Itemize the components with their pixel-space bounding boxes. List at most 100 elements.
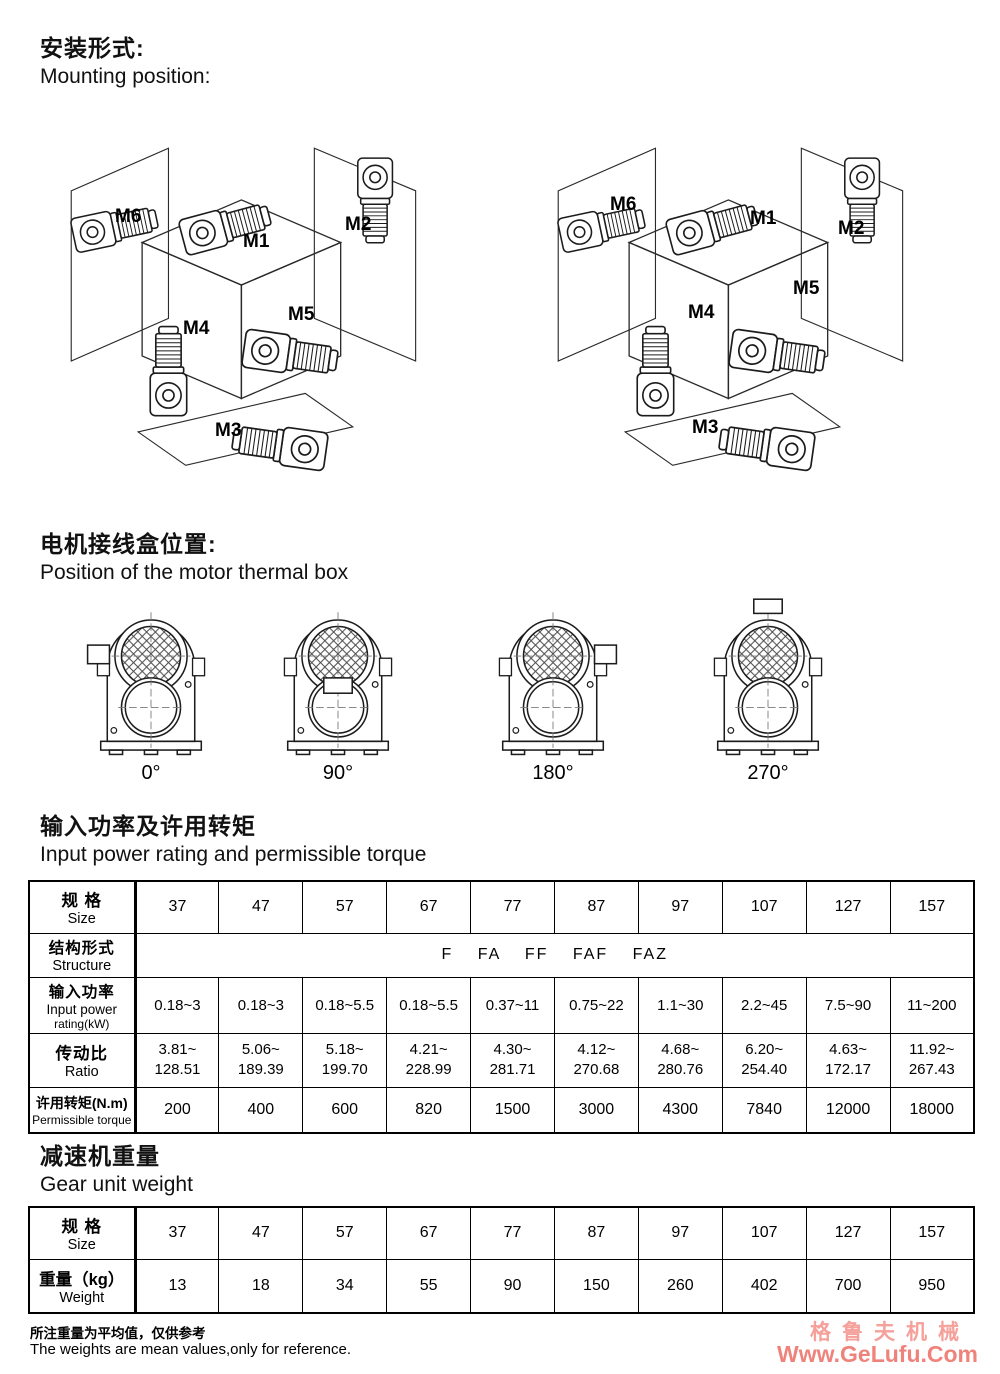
mounting-label-m2: M2: [838, 218, 865, 239]
footnote-en: The weights are mean values,only for ref…: [30, 1341, 351, 1358]
mounting-diagram-left: M6 M1 M2 M4 M5 M3: [18, 128, 480, 518]
mounting-label-m4: M4: [183, 318, 210, 339]
weight-cell: 950: [889, 1258, 975, 1314]
table-row-weight: 重量（kg） Weight 13 18 34 55 90 150 260 402…: [28, 1258, 975, 1314]
angle-label-90: 90°: [322, 762, 354, 784]
torque-cell: 600: [302, 1086, 388, 1134]
input-power-cell: 1.1~30: [637, 976, 723, 1034]
size-cell: 37: [134, 880, 220, 934]
ratio-cell: 4.68~ 280.76: [637, 1032, 723, 1088]
mounting-label-m1: M1: [243, 231, 270, 252]
weight-table: 规 格 Size 37 47 57 67 77 87 97 107 127 15…: [28, 1206, 975, 1314]
mounting-label-m5: M5: [793, 278, 820, 299]
size-cell: 77: [470, 880, 555, 934]
terminal-box-right: [593, 644, 618, 665]
front-view-0deg: [85, 597, 217, 761]
size-cell: 67: [386, 880, 472, 934]
mounting-label-m3: M3: [215, 420, 242, 441]
input-power-cell: 0.18~5.5: [302, 976, 388, 1034]
torque-cell: 200: [134, 1086, 220, 1134]
ratio-cell: 4.30~ 281.71: [470, 1032, 555, 1088]
structure-value-cell: F FA FF FAF FAZ: [134, 932, 975, 978]
weight-title-zh: 减速机重量: [40, 1143, 160, 1169]
size-cell: 157: [889, 1206, 975, 1260]
torque-cell: 18000: [889, 1086, 975, 1134]
mounting-diagram-right: M6 M1 M2 M4 M5 M3: [505, 128, 967, 518]
input-power-cell: 0.18~5.5: [386, 976, 472, 1034]
thermal-section-heading: 电机接线盒位置: Position of the motor thermal b…: [40, 530, 348, 586]
mounting-title-zh: 安装形式:: [40, 35, 145, 61]
input-power-cell: 0.18~3: [218, 976, 304, 1034]
input-power-cell: 7.5~90: [805, 976, 891, 1034]
mounting-diagram-right-drawing: [505, 128, 967, 518]
size-cell: 107: [721, 1206, 807, 1260]
weight-cell: 18: [218, 1258, 304, 1314]
mounting-scene-icon: [557, 148, 903, 471]
angle-label-270: 270°: [747, 762, 789, 784]
input-power-cell: 11~200: [889, 976, 975, 1034]
row-label-size: 规 格 Size: [28, 880, 137, 934]
front-view-270deg: [702, 597, 834, 761]
size-cell: 127: [805, 1206, 891, 1260]
front-view-180deg: [487, 597, 619, 761]
weight-section-heading: 减速机重量 Gear unit weight: [40, 1142, 193, 1198]
mounting-label-m2: M2: [345, 214, 372, 235]
size-cell: 77: [470, 1206, 555, 1260]
footnote-zh: 所注重量为平均值，仅供参考: [30, 1326, 206, 1341]
row-label-weight: 重量（kg） Weight: [28, 1258, 137, 1314]
gear-unit-front-view-icon: [86, 611, 206, 756]
input-power-cell: 2.2~45: [721, 976, 807, 1034]
table-row-torque: 许用转矩(N.m) Permissible torque 200 400 600…: [28, 1086, 975, 1134]
size-cell: 57: [302, 880, 388, 934]
table-row-structure: 结构形式 Structure F FA FF FAF FAZ: [28, 932, 975, 978]
power-title-zh: 输入功率及许用转矩: [40, 813, 256, 839]
terminal-box-top: [753, 598, 783, 615]
torque-cell: 1500: [470, 1086, 555, 1134]
weight-cell: 402: [721, 1258, 807, 1314]
table-row-size: 规 格 Size 37 47 57 67 77 87 97 107 127 15…: [28, 1206, 975, 1260]
torque-cell: 820: [386, 1086, 472, 1134]
terminal-box-left: [86, 644, 111, 665]
angle-label-180: 180°: [532, 762, 574, 784]
size-cell: 97: [637, 1206, 723, 1260]
size-cell: 87: [553, 880, 639, 934]
weight-title-en: Gear unit weight: [40, 1172, 193, 1196]
table-row-size: 规 格 Size 37 47 57 67 77 87 97 107 127 15…: [28, 880, 975, 934]
mounting-diagram-left-drawing: [18, 128, 480, 518]
ratio-cell: 11.92~ 267.43: [889, 1032, 975, 1088]
gear-unit-front-view-icon: [283, 611, 393, 756]
watermark-brand-zh: 格鲁夫机械: [810, 1321, 970, 1344]
row-label-input-power: 输入功率 Input power rating(kW): [28, 976, 137, 1034]
watermark-url: Www.GeLufu.Com: [776, 1341, 978, 1367]
mounting-label-m6: M6: [610, 194, 637, 215]
size-cell: 47: [218, 880, 304, 934]
size-cell: 107: [721, 880, 807, 934]
weight-cell: 34: [302, 1258, 388, 1314]
front-view-90deg: [272, 597, 404, 761]
input-power-cell: 0.75~22: [553, 976, 639, 1034]
gear-unit-front-view-icon: [498, 611, 618, 756]
mounting-label-m1: M1: [750, 208, 777, 229]
input-power-cell: 0.37~11: [470, 976, 555, 1034]
size-cell: 57: [302, 1206, 388, 1260]
size-cell: 47: [218, 1206, 304, 1260]
torque-cell: 3000: [553, 1086, 639, 1134]
power-title-en: Input power rating and permissible torqu…: [40, 842, 427, 866]
torque-cell: 7840: [721, 1086, 807, 1134]
table-row-ratio: 传动比 Ratio 3.81~ 128.51 5.06~ 189.39 5.18…: [28, 1032, 975, 1088]
input-power-cell: 0.18~3: [134, 976, 220, 1034]
table-row-input-power: 输入功率 Input power rating(kW) 0.18~3 0.18~…: [28, 976, 975, 1034]
row-label-size: 规 格 Size: [28, 1206, 137, 1260]
ratio-cell: 4.63~ 172.17: [805, 1032, 891, 1088]
size-cell: 157: [889, 880, 975, 934]
thermal-title-zh: 电机接线盒位置:: [40, 531, 217, 557]
ratio-cell: 6.20~ 254.40: [721, 1032, 807, 1088]
torque-cell: 12000: [805, 1086, 891, 1134]
power-torque-table: 规 格 Size 37 47 57 67 77 87 97 107 127 15…: [28, 880, 975, 1134]
size-cell: 127: [805, 880, 891, 934]
ratio-cell: 4.21~ 228.99: [386, 1032, 472, 1088]
row-label-ratio: 传动比 Ratio: [28, 1032, 137, 1088]
thermal-title-en: Position of the motor thermal box: [40, 560, 349, 584]
weight-cell: 90: [470, 1258, 555, 1314]
